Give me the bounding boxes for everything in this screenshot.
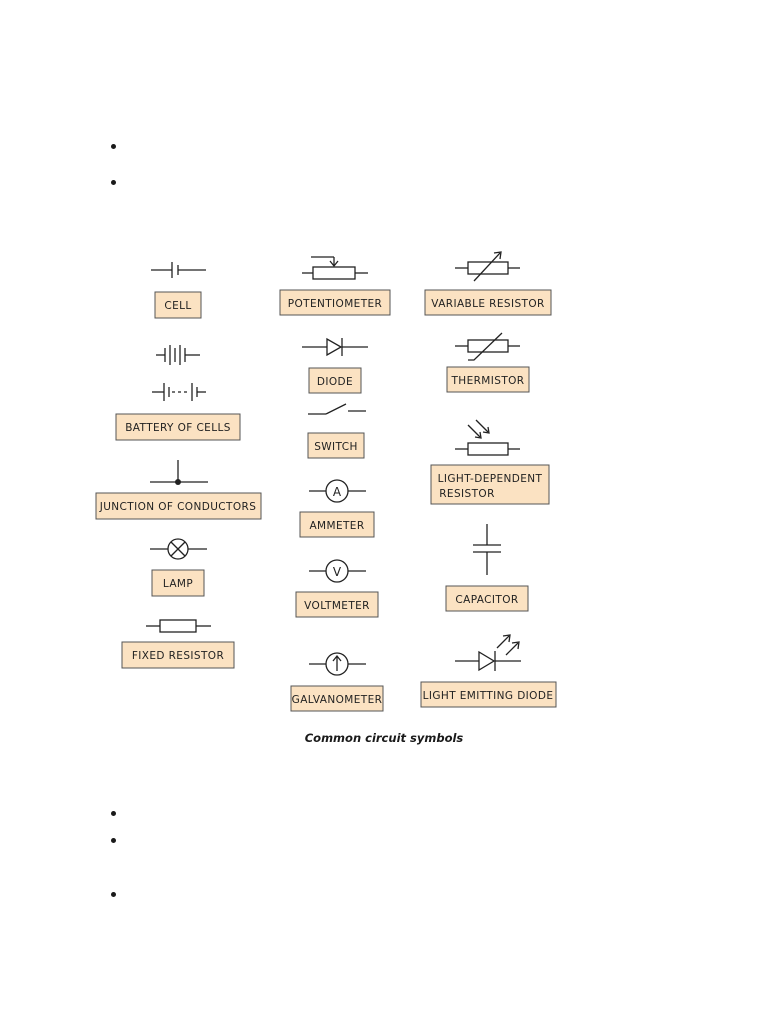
battery-symbol (152, 345, 206, 401)
svg-text:POTENTIOMETER: POTENTIOMETER (288, 298, 383, 310)
ammeter-symbol: A (309, 479, 366, 503)
svg-text:THERMISTOR: THERMISTOR (450, 375, 524, 387)
led-label: LIGHT EMITTING DIODE (420, 681, 557, 708)
svg-text:A: A (333, 485, 342, 499)
svg-text:CELL: CELL (164, 300, 191, 312)
svg-text:LIGHT-DEPENDENT: LIGHT-DEPENDENT (438, 473, 543, 485)
battery-label: BATTERY OF CELLS (115, 413, 241, 441)
svg-text:FIXED RESISTOR: FIXED RESISTOR (132, 650, 224, 662)
junction-label: JUNCTION OF CONDUCTORS (95, 492, 262, 520)
cell-symbol (151, 262, 206, 278)
ldr-symbol (455, 419, 520, 456)
svg-text:LIGHT EMITTING DIODE: LIGHT EMITTING DIODE (423, 690, 554, 702)
cell-label: CELL (154, 291, 202, 319)
svg-text:RESISTOR: RESISTOR (439, 488, 495, 500)
svg-text:JUNCTION OF CONDUCTORS: JUNCTION OF CONDUCTORS (99, 501, 257, 513)
voltmeter-label: VOLTMETER (295, 591, 379, 618)
switch-symbol (308, 403, 366, 415)
svg-text:AMMETER: AMMETER (309, 520, 364, 532)
svg-text:BATTERY OF CELLS: BATTERY OF CELLS (125, 422, 231, 434)
svg-text:V: V (333, 565, 342, 579)
list-item-bullet (111, 838, 116, 843)
list-item-bullet (111, 892, 116, 897)
thermistor-label: THERMISTOR (446, 366, 530, 393)
svg-text:VOLTMETER: VOLTMETER (304, 600, 370, 612)
lamp-symbol (150, 538, 207, 560)
figure-caption: Common circuit symbols (304, 731, 464, 745)
svg-text:DIODE: DIODE (317, 376, 353, 388)
ammeter-label: AMMETER (299, 511, 375, 538)
list-item-bullet (111, 180, 116, 185)
voltmeter-symbol: V (309, 559, 366, 583)
lamp-label: LAMP (151, 569, 205, 597)
capacitor-label: CAPACITOR (445, 585, 529, 612)
junction-symbol (150, 460, 208, 485)
variable-resistor-symbol (455, 251, 520, 282)
diode-label: DIODE (308, 367, 362, 394)
svg-text:VARIABLE RESISTOR: VARIABLE RESISTOR (431, 298, 544, 310)
galvanometer-label: GALVANOMETER (290, 685, 384, 712)
svg-text:SWITCH: SWITCH (314, 441, 358, 453)
svg-text:GALVANOMETER: GALVANOMETER (292, 694, 383, 706)
ldr-label: LIGHT-DEPENDENT RESISTOR (430, 464, 550, 505)
thermistor-symbol (455, 332, 520, 361)
list-item-bullet (111, 811, 116, 816)
list-item-bullet (111, 144, 116, 149)
galvanometer-symbol (309, 652, 366, 676)
fixed-resistor-symbol (146, 619, 211, 633)
switch-label: SWITCH (307, 432, 365, 459)
variable-resistor-label: VARIABLE RESISTOR (424, 289, 552, 316)
led-symbol (455, 634, 521, 672)
capacitor-symbol (473, 524, 501, 575)
svg-text:CAPACITOR: CAPACITOR (455, 594, 518, 606)
fixed-resistor-label: FIXED RESISTOR (121, 641, 235, 669)
potentiometer-symbol (302, 256, 368, 280)
diode-symbol (302, 337, 368, 357)
potentiometer-label: POTENTIOMETER (279, 289, 391, 316)
svg-text:LAMP: LAMP (163, 578, 193, 590)
